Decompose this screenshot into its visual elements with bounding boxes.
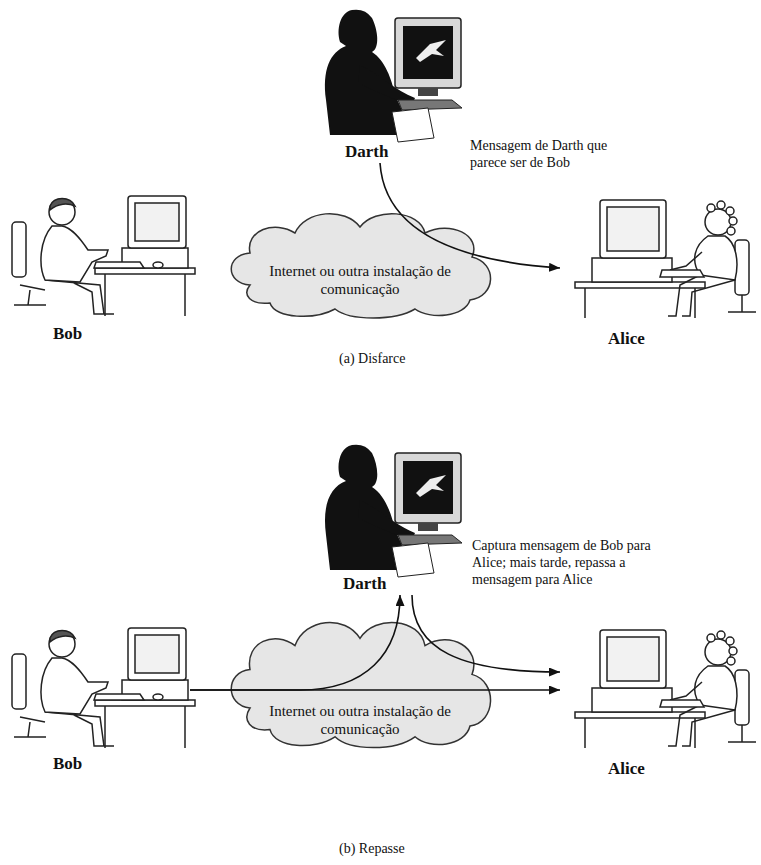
- person-station: Bob: [5, 190, 190, 345]
- network-cloud: Internet ou outra instalação de comunica…: [220, 205, 500, 320]
- person-name: Bob: [53, 323, 82, 345]
- alice-figure: [575, 200, 756, 318]
- person-station: Darth: [340, 440, 465, 595]
- cloud-outline: [231, 622, 490, 747]
- network-label: Internet ou outra instalação de comunica…: [255, 702, 465, 738]
- person-station: Alice: [560, 190, 755, 350]
- callout-note: Mensagem de Darth que parece ser de Bob: [470, 137, 620, 171]
- person-station: Darth: [340, 5, 465, 163]
- cloud-outline: [220, 205, 500, 320]
- panel-caption: (a) Disfarce: [339, 350, 405, 367]
- bob-figure: [12, 628, 195, 748]
- network-label: Internet ou outra instalação de comunica…: [255, 262, 465, 298]
- alice-figure: [575, 630, 756, 748]
- person-name: Bob: [53, 753, 82, 775]
- darth-figure: [325, 445, 462, 577]
- panel-caption: (b) Repasse: [339, 840, 405, 857]
- person-name: Alice: [608, 758, 645, 780]
- person-station: Bob: [5, 625, 190, 775]
- darth-figure: [325, 10, 462, 142]
- person-name: Darth: [345, 141, 388, 163]
- cloud-outline: [231, 214, 490, 318]
- callout-note: Captura mensagem de Bob para Alice; mais…: [472, 537, 687, 588]
- network-cloud: Internet ou outra instalação de comunica…: [220, 612, 500, 750]
- person-name: Alice: [608, 328, 645, 350]
- bob-figure: [12, 196, 195, 316]
- person-station: Alice: [560, 615, 755, 780]
- person-name: Darth: [343, 573, 386, 595]
